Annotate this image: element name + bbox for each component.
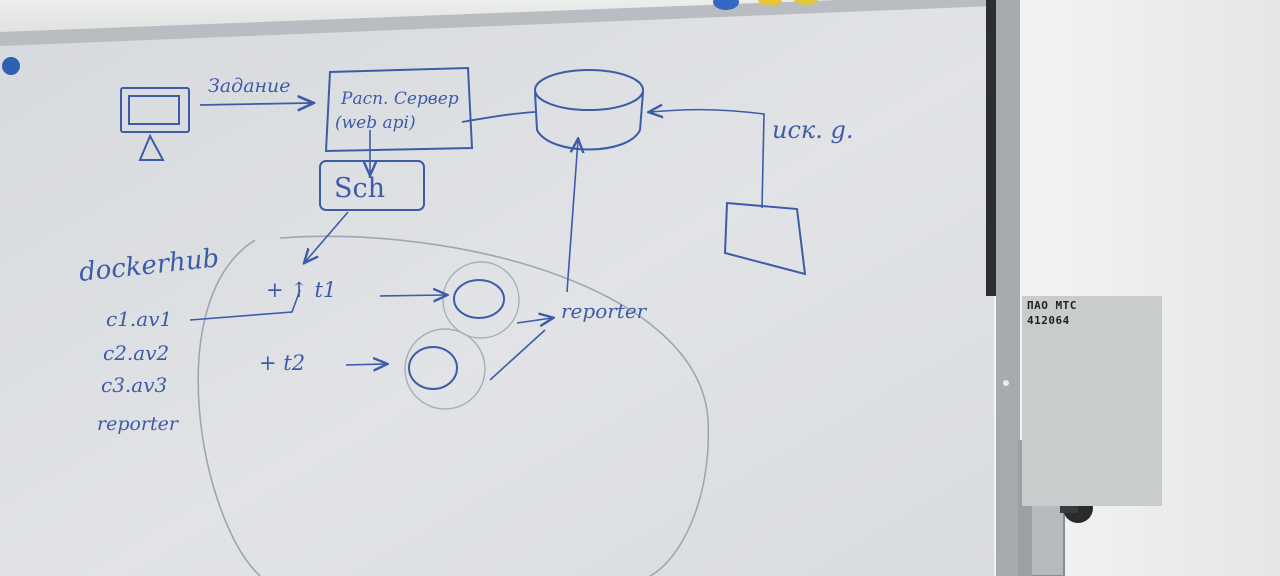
label-server-line1: Расп. Сервер	[340, 89, 459, 109]
sch-box	[319, 160, 425, 211]
arrow-external-db	[650, 110, 765, 209]
line-c1-t1	[189, 289, 301, 321]
blue-magnet-icon	[2, 57, 20, 75]
board-right-frame-lower	[996, 0, 1020, 576]
label-t2: + t2	[259, 351, 305, 375]
screw-icon	[1003, 380, 1009, 386]
faint-circle	[197, 235, 710, 576]
sign-line1: ПАО МТС	[1027, 299, 1077, 312]
label-t1: + ↑ t1	[266, 278, 336, 302]
arrow-sch-containers	[305, 211, 349, 262]
database-icon	[534, 69, 644, 151]
yellow-magnet-icon	[758, 0, 782, 6]
board-right-frame	[986, 0, 996, 296]
sign-line2: 412064	[1027, 314, 1070, 327]
arrow-container-reporter	[516, 318, 552, 323]
label-c1: c1.av1	[106, 307, 172, 331]
external-source-box	[723, 201, 807, 276]
label-reporter: reporter	[561, 299, 648, 323]
board-surface	[0, 0, 994, 576]
knob-stem	[1060, 503, 1078, 513]
label-external-data: иск. g.	[772, 116, 853, 144]
yellow-magnet-icon-2	[794, 0, 818, 5]
label-sch: Sch	[334, 173, 385, 204]
label-reporter-list: reporter	[97, 413, 180, 435]
arrow-container2-reporter	[489, 329, 546, 381]
container-2-icon	[404, 328, 486, 410]
server-box	[324, 66, 474, 153]
blue-magnet-top-icon	[713, 0, 739, 10]
arrow-t1-container	[379, 295, 446, 296]
board-top-frame	[0, 0, 994, 46]
label-task: Задание	[208, 75, 291, 97]
computer-icon	[120, 87, 190, 161]
label-c3: c3.av3	[101, 373, 167, 397]
arrow-reporter-db	[566, 140, 578, 293]
arrow-task	[199, 103, 312, 105]
label-c2: c2.av2	[103, 341, 169, 365]
line-server-db	[461, 111, 536, 123]
label-server-line2: (web api)	[335, 113, 416, 133]
arrow-t2-container	[345, 364, 386, 365]
wall-panel	[1022, 296, 1162, 506]
